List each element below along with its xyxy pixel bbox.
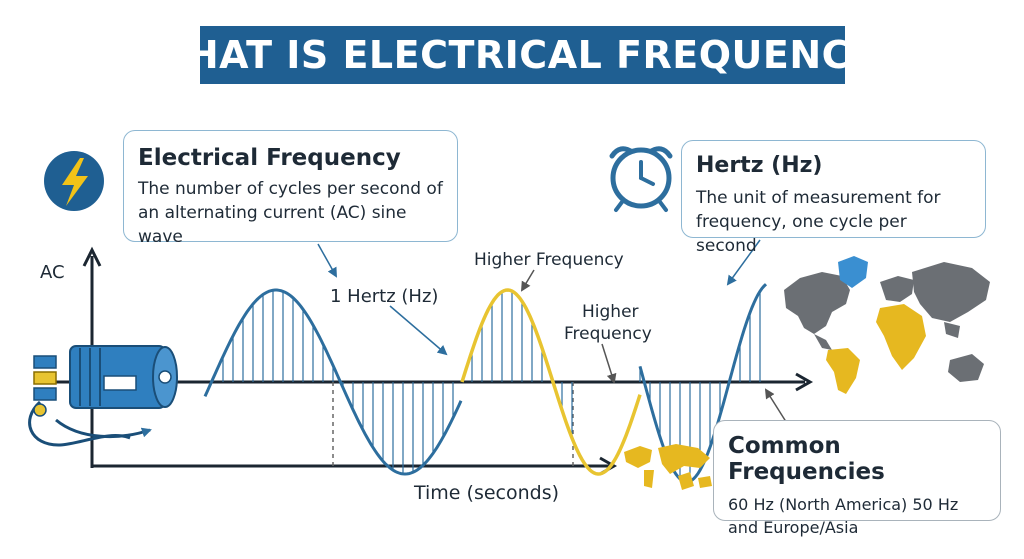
callout-body-line: and Europe/Asia	[728, 518, 859, 537]
title-banner: WHAT IS ELECTRICAL FREQUENCY?	[144, 26, 900, 84]
x-axis-label: Time (seconds)	[414, 482, 560, 504]
callout-title: Hertz (Hz)	[696, 153, 823, 178]
callout-body-line: 60 Hz (North America) 50 Hz	[728, 495, 959, 514]
callout-electrical-frequency: Electrical Frequency The number of cycle…	[123, 130, 458, 247]
callout-common-frequencies: Common Frequencies 60 Hz (North America)…	[713, 420, 1001, 537]
arrow-1hz	[389, 305, 448, 356]
callout-body-line: an alternating current (AC) sine wave	[138, 203, 407, 247]
alarm-clock-icon	[609, 146, 673, 212]
generator-icon	[28, 345, 178, 447]
sine-wave-yellow-higher	[460, 288, 642, 476]
callout-body-line: The unit of measurement for	[696, 188, 941, 208]
higher-frequency-label-mid-1: Higher	[582, 302, 639, 322]
arrow-callout-to-wave	[317, 243, 337, 278]
callout-body-line: The number of cycles per second of	[138, 179, 443, 199]
one-hertz-label: 1 Hertz (Hz)	[330, 286, 439, 307]
page-title: WHAT IS ELECTRICAL FREQUENCY?	[144, 33, 901, 77]
higher-frequency-label-mid-2: Frequency	[564, 324, 652, 344]
lightning-bolt-icon	[44, 151, 104, 211]
callout-body-line: frequency, one cycle per second	[696, 212, 907, 256]
world-map-icon	[784, 256, 990, 394]
wave-hatching	[212, 290, 761, 482]
y-axis-label: AC	[40, 262, 65, 283]
callout-hertz: Hertz (Hz) The unit of measurement for f…	[681, 140, 986, 256]
arrow-hertz	[726, 239, 761, 286]
callout-title: Common Frequencies	[728, 433, 885, 485]
arrow-higher-top	[520, 269, 535, 292]
callout-title: Electrical Frequency	[138, 145, 401, 171]
world-map-small-icon	[624, 444, 712, 490]
higher-frequency-label-top: Higher Frequency	[474, 250, 624, 270]
arrow-higher-mid	[601, 343, 617, 384]
sine-wave-blue-low	[203, 288, 463, 476]
